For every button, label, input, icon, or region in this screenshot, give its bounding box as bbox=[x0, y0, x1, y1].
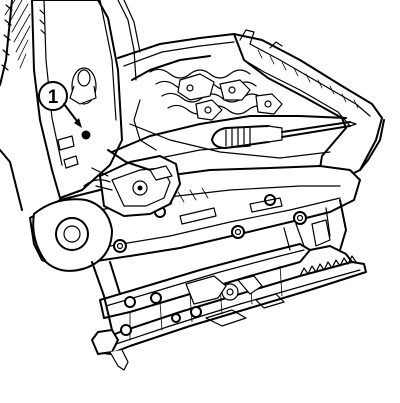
rail-connectors bbox=[91, 199, 347, 331]
callout-circle bbox=[38, 81, 68, 111]
callout-label: 1 bbox=[48, 87, 59, 108]
seat-rail bbox=[91, 243, 367, 371]
target-bolt bbox=[81, 130, 91, 140]
height-adjust-mechanism bbox=[83, 149, 181, 217]
seat-pan-interior bbox=[111, 55, 347, 161]
callout-arrowhead bbox=[74, 118, 82, 128]
seat-cushion-frame bbox=[117, 29, 385, 179]
seat-back-frame bbox=[0, 0, 141, 211]
screwdriver-tool bbox=[211, 121, 357, 149]
callout-1: 1 bbox=[38, 81, 82, 128]
